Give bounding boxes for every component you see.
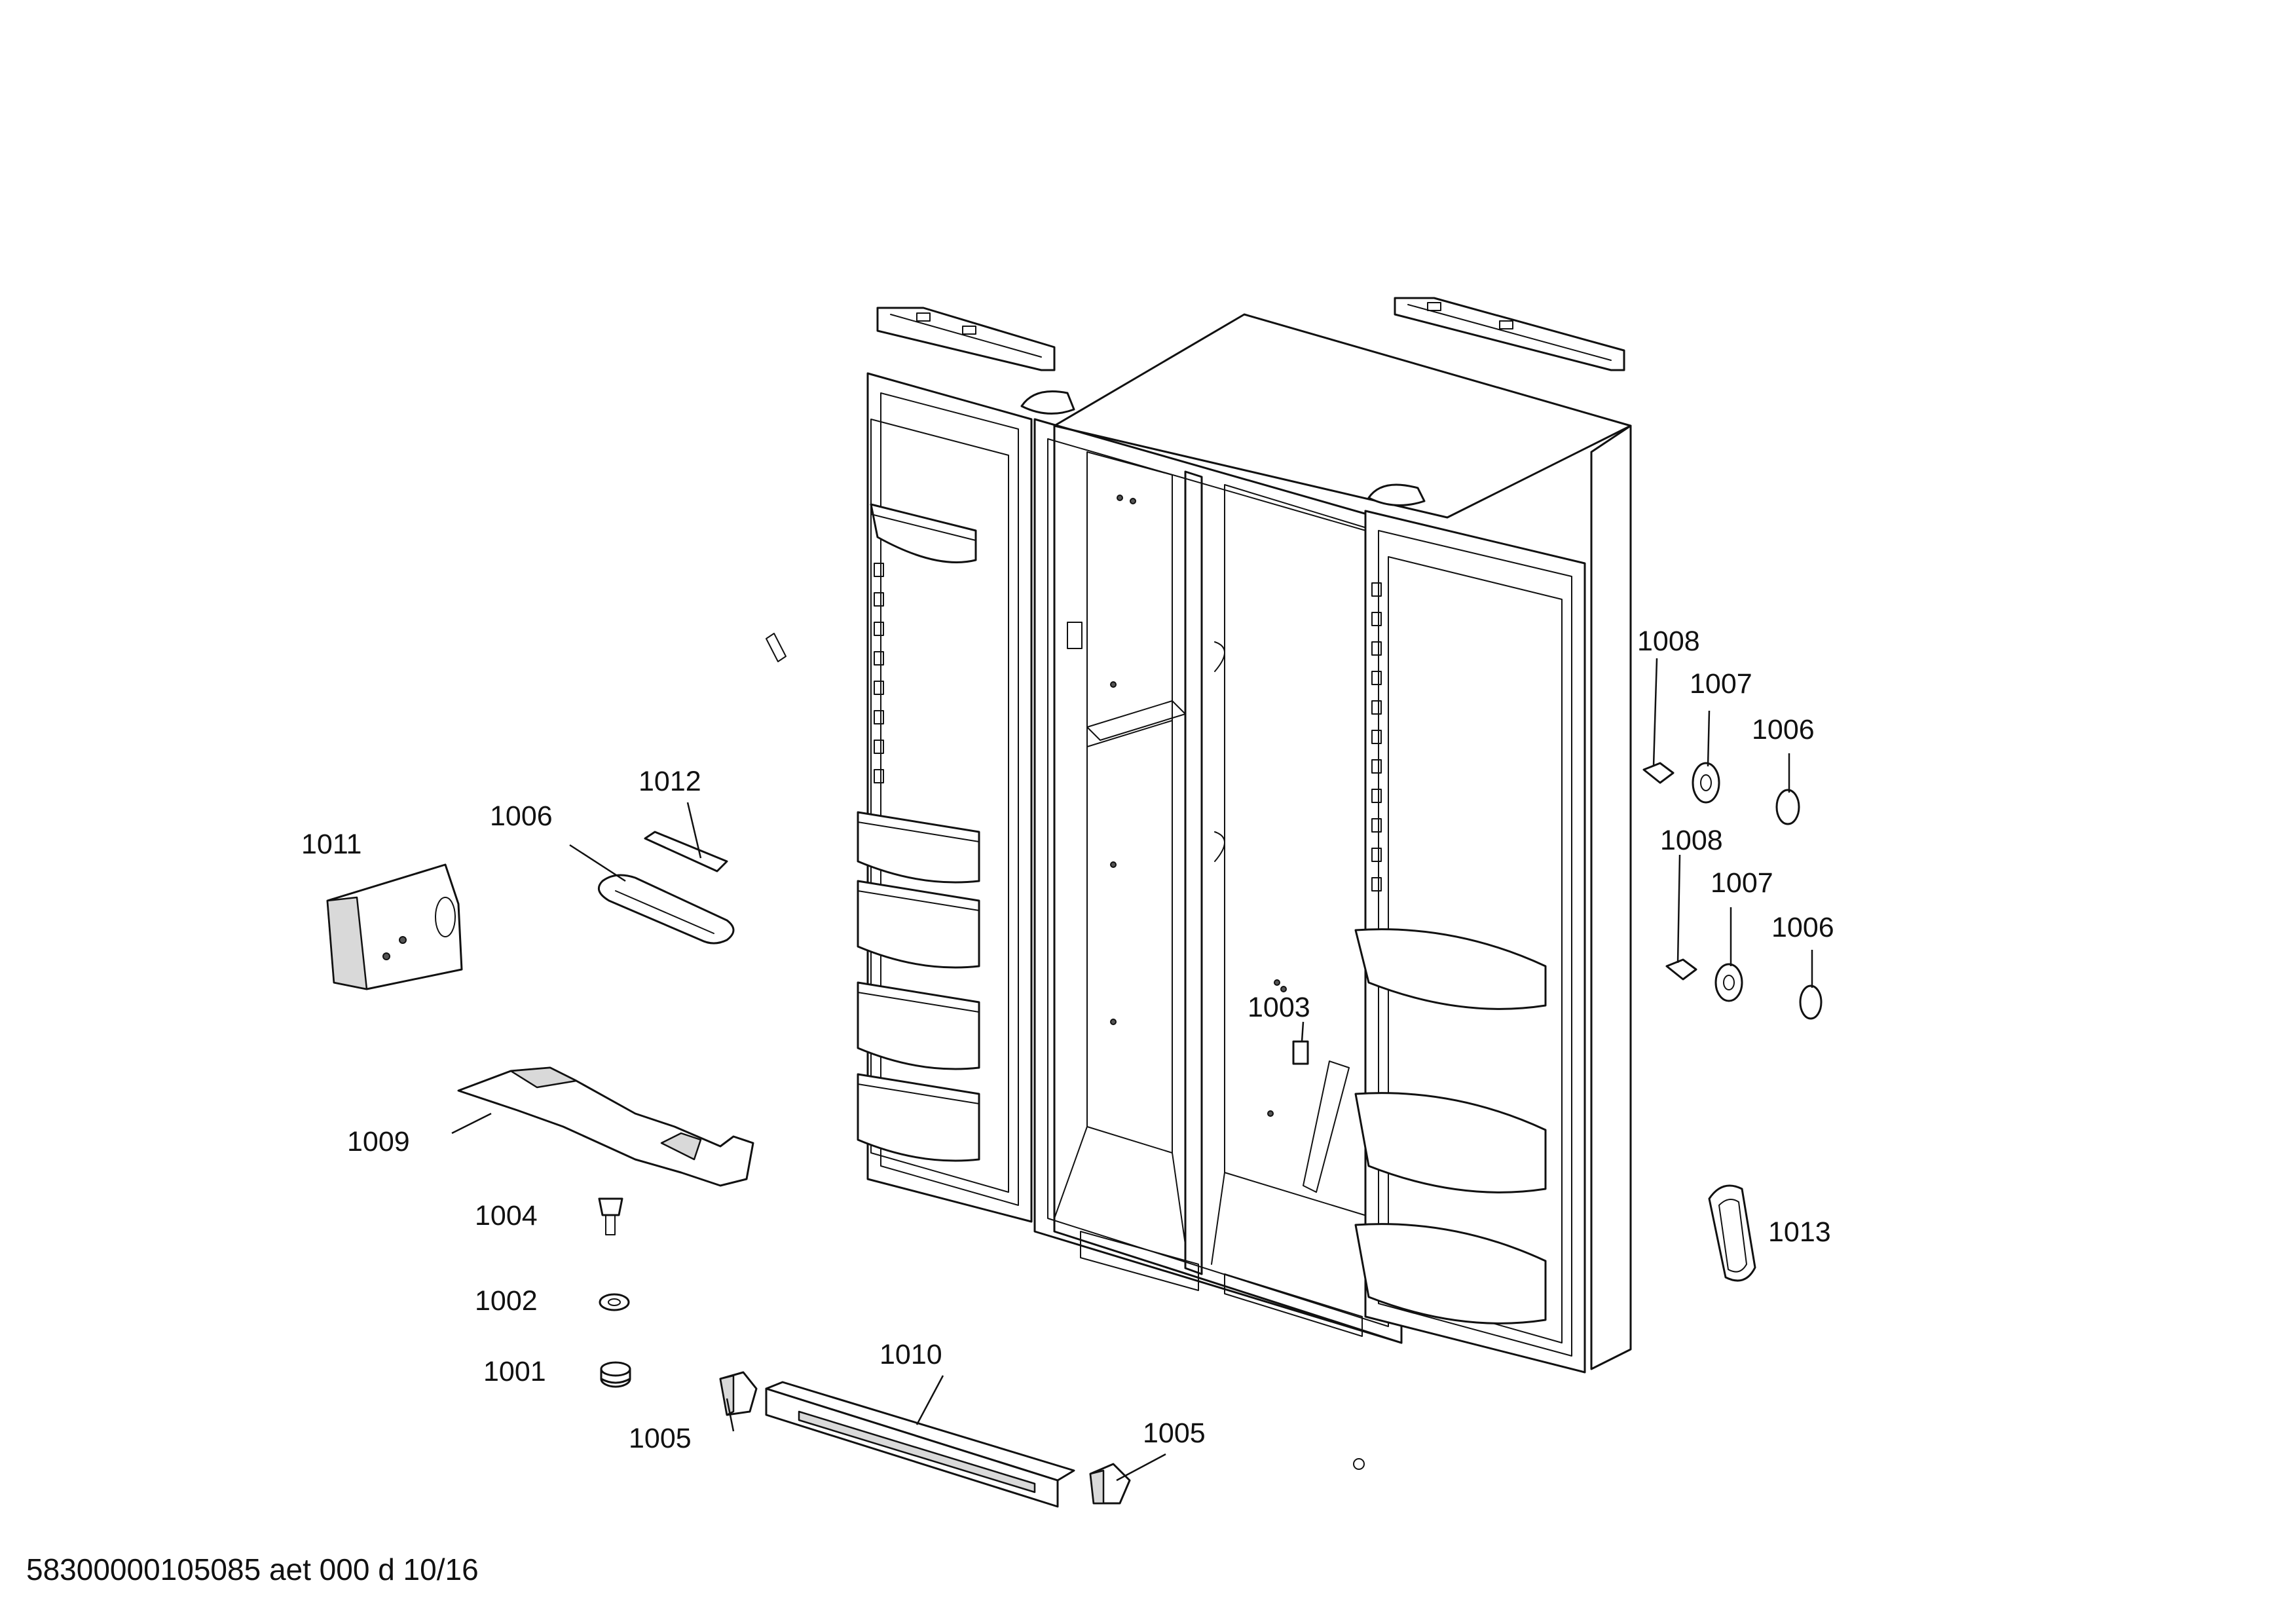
callout-1006: 1006 xyxy=(490,800,553,832)
callout-1008-lower: 1008 xyxy=(1660,825,1723,856)
part-1012-strip xyxy=(644,831,728,873)
part-1003-connector xyxy=(1280,986,1309,1065)
callout-1007-lower: 1007 xyxy=(1711,867,1773,899)
callout-1007-upper: 1007 xyxy=(1690,668,1752,700)
part-1005-endcap-right xyxy=(1089,1463,1131,1505)
part-1001-cap xyxy=(600,1361,631,1388)
part-1009-bracket xyxy=(457,1066,754,1187)
left-door-rack xyxy=(874,563,884,783)
callout-labels: 1011 1006 1012 1009 1004 1002 1001 1005 … xyxy=(301,626,1834,1454)
refrigerator-cabinet xyxy=(1020,313,1632,1470)
part-1011-cover xyxy=(326,863,463,990)
part-1005-endcap-left xyxy=(719,1371,758,1416)
clip-part xyxy=(766,633,787,662)
callout-1012: 1012 xyxy=(639,766,701,797)
part-1007-upper-bush xyxy=(1692,762,1720,804)
part-1006-upper-cap xyxy=(1775,789,1800,825)
callout-1011: 1011 xyxy=(301,829,361,860)
part-1002-washer xyxy=(599,1293,630,1311)
part-1008-lower-pin xyxy=(1665,958,1697,981)
left-door xyxy=(857,372,1033,1223)
leader-lines xyxy=(451,658,1813,1482)
top-hinge-bracket-left xyxy=(876,307,1056,371)
part-1006-lower-cap xyxy=(1799,985,1823,1020)
callout-1004: 1004 xyxy=(475,1200,538,1231)
part-1010-grille xyxy=(765,1381,1075,1508)
part-1008-upper-pin xyxy=(1642,762,1675,784)
part-1007-lower-bush xyxy=(1714,963,1743,1002)
right-door-rack xyxy=(1371,582,1382,891)
callout-1010: 1010 xyxy=(880,1339,942,1370)
callout-1006-lower: 1006 xyxy=(1771,912,1834,943)
part-1006-handle-left xyxy=(597,874,735,945)
callout-1005-right: 1005 xyxy=(1143,1417,1206,1449)
document-reference: 58300000105085 aet 000 d 10/16 xyxy=(26,1552,479,1586)
right-door xyxy=(1303,510,1586,1374)
top-hinge-bracket-right xyxy=(1394,297,1625,371)
callout-1001: 1001 xyxy=(483,1356,546,1387)
callout-1003: 1003 xyxy=(1248,992,1310,1023)
callout-1009: 1009 xyxy=(347,1126,410,1157)
part-1013-cover xyxy=(1708,1184,1756,1282)
part-1004-foot xyxy=(598,1197,623,1235)
callout-1013: 1013 xyxy=(1768,1216,1831,1248)
callout-1002: 1002 xyxy=(475,1285,538,1317)
callout-1006-upper: 1006 xyxy=(1752,714,1815,745)
callout-1008-upper: 1008 xyxy=(1637,626,1700,657)
callout-1005-left: 1005 xyxy=(629,1423,692,1454)
